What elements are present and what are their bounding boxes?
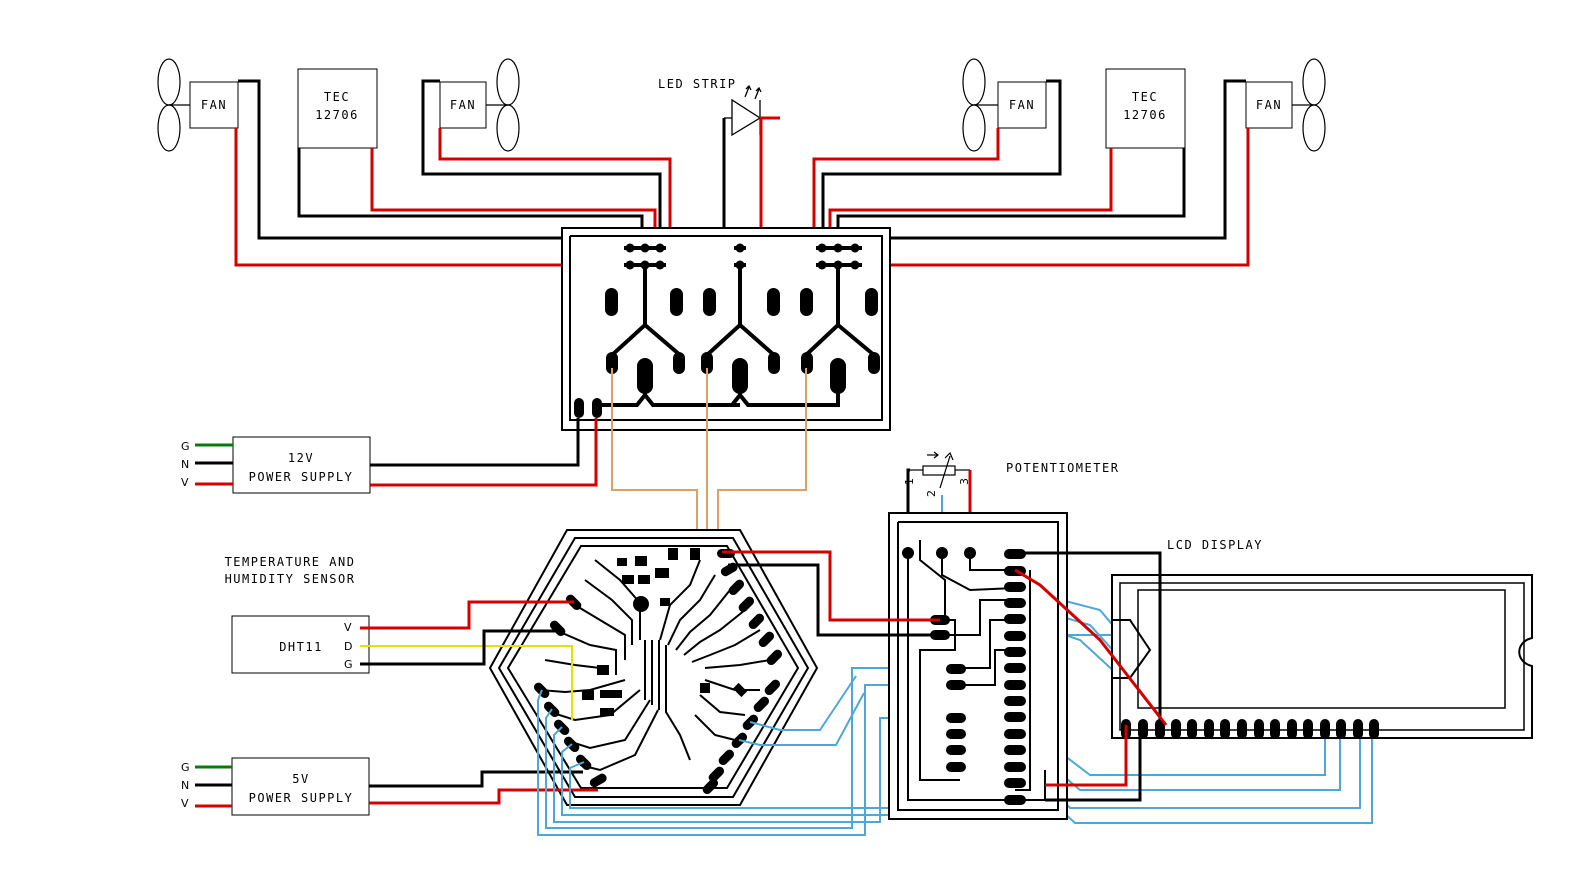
potentiometer-symbol-icon: [910, 451, 970, 489]
fan-3-propeller-icon: [962, 58, 998, 152]
power-supply-5v: 5V POWER SUPPLY G N V: [181, 757, 598, 816]
potentiometer-label: POTENTIOMETER: [1006, 461, 1119, 475]
fan-1: FAN: [157, 58, 239, 152]
fan-3: FAN: [962, 58, 1047, 152]
fan-1-propeller-icon: [157, 58, 190, 152]
lcd-interface-board: [722, 512, 1068, 820]
dht11-pin-d: D: [344, 640, 352, 653]
psu-12v-pin-g: G: [181, 440, 190, 453]
fan-4-label: FAN: [1256, 98, 1282, 112]
lcd-display: LCD DISPLAY: [1014, 538, 1533, 802]
psu-12v-pin-v: V: [181, 476, 189, 489]
dht11-pin-v: V: [344, 621, 352, 634]
tec-2: TEC 12706: [1105, 68, 1186, 149]
dht11-pin-g: G: [344, 658, 353, 671]
pot-pin-3: 3: [958, 478, 971, 485]
pot-pin-2: 2: [925, 490, 938, 497]
fan-4-propeller-icon: [1292, 58, 1326, 152]
dht11-label: DHT11: [279, 640, 323, 654]
driver-board: [561, 227, 891, 431]
led-strip-label: LED STRIP: [658, 77, 737, 91]
psu-5v-line2: POWER SUPPLY: [249, 791, 354, 805]
psu-12v-pin-n: N: [181, 458, 189, 471]
psu-12v-line1: 12V: [288, 451, 314, 465]
psu-5v-pin-g: G: [181, 761, 190, 774]
controller-smd-pads: [582, 548, 748, 716]
psu-12v-line2: POWER SUPPLY: [249, 470, 354, 484]
psu-5v-pin-v: V: [181, 797, 189, 810]
psu-5v-line1: 5V: [292, 772, 309, 786]
led-diode-icon: [724, 84, 780, 137]
sensor-caption-line2: HUMIDITY SENSOR: [225, 572, 356, 586]
tec-1-label-line2: 12706: [315, 108, 359, 122]
tec-1-label-line1: TEC: [324, 90, 350, 104]
lcd-pin-header: [1121, 719, 1379, 739]
fan-2-propeller-icon: [486, 58, 520, 152]
psu-5v-pin-n: N: [181, 779, 189, 792]
power-supply-12v: 12V POWER SUPPLY G N V: [181, 418, 598, 494]
board-slot-pads: [574, 288, 880, 418]
fan-3-label: FAN: [1009, 98, 1035, 112]
controller-pcb: [488, 529, 819, 806]
sensor-caption-line1: TEMPERATURE AND: [225, 555, 356, 569]
tec-2-label-line2: 12706: [1123, 108, 1167, 122]
fan-2: FAN: [439, 58, 520, 152]
fan-4: FAN: [1245, 58, 1326, 152]
lcd-display-label: LCD DISPLAY: [1167, 538, 1263, 552]
fan-2-label: FAN: [450, 98, 476, 112]
tec-2-label-line1: TEC: [1132, 90, 1158, 104]
dht11-sensor: TEMPERATURE AND HUMIDITY SENSOR DHT11 V …: [225, 555, 574, 720]
fan-1-label: FAN: [201, 98, 227, 112]
controller-traces: [539, 559, 771, 772]
tec-1: TEC 12706: [297, 68, 378, 149]
